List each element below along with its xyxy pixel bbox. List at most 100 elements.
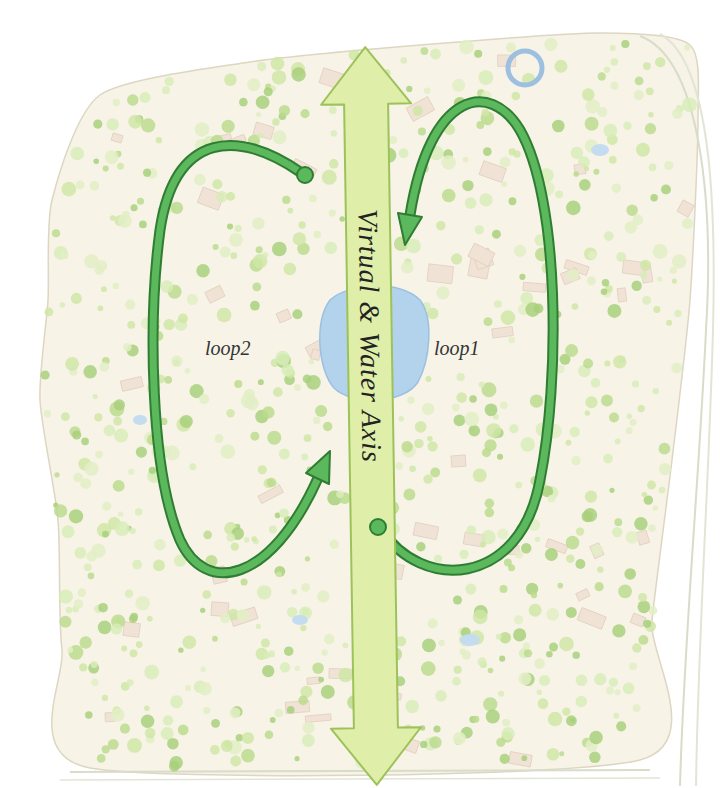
tree <box>612 183 621 192</box>
tree <box>79 663 87 671</box>
tree <box>52 229 60 237</box>
tree <box>583 508 597 522</box>
tree <box>501 310 516 325</box>
loop-arrow-outline <box>153 145 318 572</box>
tree <box>473 468 487 482</box>
tree <box>272 70 286 84</box>
tree <box>584 166 589 171</box>
tree <box>302 722 314 734</box>
tree <box>610 82 618 90</box>
tree <box>584 247 597 260</box>
tree <box>136 447 147 458</box>
tree <box>93 119 102 128</box>
tree <box>514 615 523 624</box>
tree <box>128 115 142 129</box>
tree <box>262 406 274 418</box>
tree <box>682 218 693 229</box>
tree <box>582 88 595 101</box>
tree <box>106 118 118 130</box>
tree <box>217 308 232 323</box>
tree <box>655 57 665 67</box>
tree <box>317 590 329 602</box>
tree <box>170 695 183 708</box>
tree <box>161 727 174 740</box>
building <box>451 455 466 467</box>
tree <box>486 709 500 723</box>
tree <box>474 50 482 58</box>
tree <box>566 554 574 562</box>
tree <box>555 191 563 199</box>
tree <box>312 662 324 674</box>
tree <box>140 92 151 103</box>
tree <box>59 589 73 603</box>
tree <box>614 518 622 526</box>
loop-arrow-outline <box>382 102 553 570</box>
tree <box>69 509 83 523</box>
tree <box>405 700 418 713</box>
tree <box>501 181 507 187</box>
tree <box>535 537 540 542</box>
tree <box>294 384 301 391</box>
building <box>305 714 331 723</box>
tree <box>83 365 96 378</box>
tree <box>165 446 180 461</box>
tree <box>144 705 149 710</box>
tree <box>529 604 542 617</box>
tree <box>565 344 578 357</box>
tree <box>601 395 613 407</box>
tree <box>85 711 93 719</box>
tree <box>127 679 134 686</box>
tree <box>54 472 59 477</box>
tree <box>585 410 590 415</box>
building <box>258 485 283 504</box>
tree <box>252 217 264 229</box>
tree <box>213 244 219 250</box>
tree <box>621 40 629 48</box>
tree <box>272 118 279 125</box>
tree <box>189 463 196 470</box>
tree <box>420 47 428 55</box>
tree <box>114 429 128 443</box>
tree <box>633 704 641 712</box>
tree <box>587 277 596 286</box>
tree <box>163 715 173 725</box>
tree <box>114 399 125 410</box>
tree <box>135 508 142 515</box>
tree <box>659 487 666 494</box>
tree <box>653 388 659 394</box>
tree <box>274 709 283 718</box>
tree <box>638 405 645 412</box>
tree <box>113 417 122 426</box>
tree <box>97 754 106 763</box>
roads <box>60 34 714 786</box>
tree <box>231 252 238 259</box>
loop-start-dot <box>370 519 386 535</box>
tree <box>313 417 320 424</box>
tree <box>258 465 267 474</box>
tree <box>634 517 648 531</box>
tree <box>672 254 686 268</box>
tree <box>171 202 183 214</box>
tree <box>682 97 697 112</box>
tree <box>653 306 660 313</box>
tree <box>97 523 111 537</box>
tree <box>210 745 220 755</box>
tree <box>509 424 518 433</box>
tree <box>93 394 98 399</box>
tree <box>262 665 274 677</box>
tree <box>102 695 108 701</box>
tree <box>44 307 53 316</box>
axis-title: Virtual & Water Axis <box>352 209 388 463</box>
tree <box>473 610 488 625</box>
tree <box>94 413 102 421</box>
tree <box>153 560 165 572</box>
tree <box>618 584 632 598</box>
tree <box>300 109 309 118</box>
tree <box>416 542 425 551</box>
loop-start-dot <box>297 167 313 183</box>
tree <box>71 293 82 304</box>
tree <box>479 193 492 206</box>
tree <box>479 70 494 85</box>
tree <box>90 181 100 191</box>
tree <box>583 358 593 368</box>
